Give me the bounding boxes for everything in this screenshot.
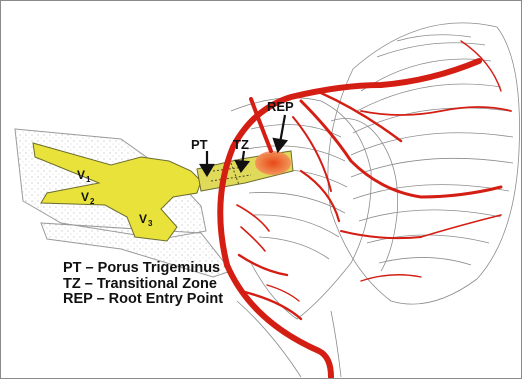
v1-subscript: 1 (86, 175, 91, 184)
arteries (220, 41, 511, 377)
pt-label: PT (191, 137, 208, 152)
tz-label: TZ (233, 137, 249, 152)
v2-label: V (81, 190, 89, 204)
legend-item-tz: TZ – Transitional Zone (63, 277, 223, 293)
legend: PT – Porus Trigeminus TZ – Transitional … (63, 261, 223, 308)
rep-zone (255, 151, 291, 175)
v1-label: V (77, 168, 85, 182)
legend-item-rep: REP – Root Entry Point (63, 292, 223, 308)
legend-item-pt: PT – Porus Trigeminus (63, 261, 223, 277)
rep-label: REP (267, 99, 294, 114)
v3-label: V (139, 212, 147, 226)
v2-subscript: 2 (90, 197, 95, 206)
v3-subscript: 3 (148, 219, 153, 228)
cerebellum (328, 23, 520, 304)
